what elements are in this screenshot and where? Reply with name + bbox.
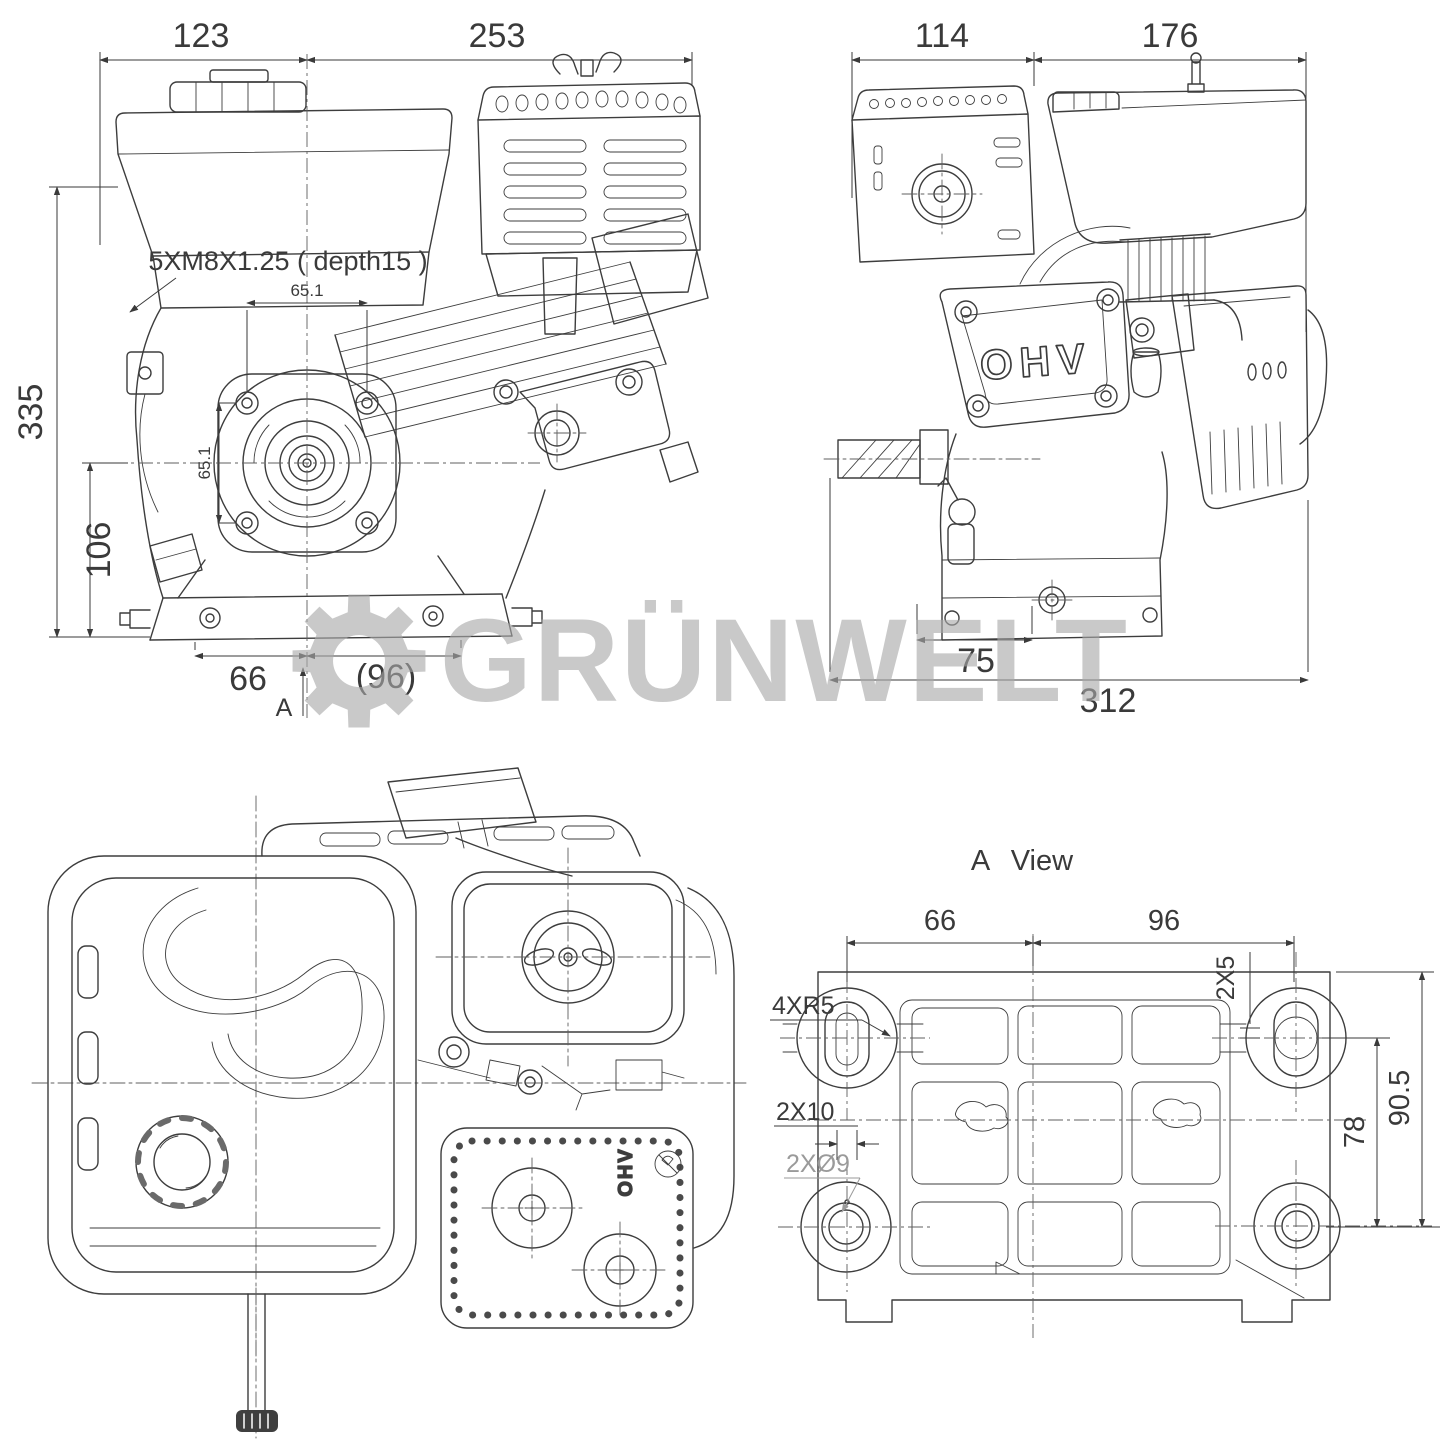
carburetor-side bbox=[1125, 293, 1195, 398]
dim-bolt-spacing-h: 65.1 bbox=[290, 281, 323, 300]
fuel-cap-knob bbox=[135, 1115, 229, 1209]
fuel-tank-cap bbox=[169, 69, 307, 113]
front-view-engine-drawing bbox=[115, 51, 709, 641]
fuel-tank-side bbox=[1047, 52, 1307, 244]
dim-tank-width: 123 bbox=[173, 17, 230, 55]
side-view: OHV bbox=[823, 17, 1328, 720]
drain-pipe bbox=[236, 1287, 278, 1439]
section-arrow-label: A bbox=[276, 694, 293, 722]
dim-holes-vertical: 78 bbox=[1339, 1116, 1371, 1148]
muffler-side bbox=[1171, 285, 1328, 510]
dim-plate-height: 90.5 bbox=[1384, 1070, 1416, 1126]
a-view-plate-drawing bbox=[782, 971, 1347, 1323]
muffler-deflector bbox=[387, 767, 573, 877]
dim-foot-right: (96) bbox=[356, 658, 416, 696]
dim-top-right-side: 176 bbox=[1142, 17, 1199, 55]
note-holes: 2XØ9 bbox=[786, 1150, 850, 1178]
ignition-switch bbox=[126, 351, 203, 583]
air-filter-top bbox=[435, 847, 711, 1067]
dim-top-left: 114 bbox=[915, 17, 969, 55]
side-view-dimensions: 114 176 75 312 bbox=[829, 17, 1309, 720]
carb-linkage bbox=[417, 1036, 685, 1111]
fuel-tank bbox=[115, 108, 453, 309]
cylinder-fins bbox=[334, 213, 709, 438]
dim-height-total: 335 bbox=[12, 384, 50, 441]
side-view-engine-drawing: OHV bbox=[823, 52, 1328, 641]
note-slot-width: 2X10 bbox=[776, 1098, 834, 1126]
casting-ribs bbox=[911, 1005, 1221, 1275]
top-view: OHV bbox=[31, 767, 747, 1439]
note-slot-depth: 2X5 bbox=[1212, 956, 1240, 1000]
crankcase-side bbox=[937, 433, 1168, 641]
air-cleaner-louvers bbox=[503, 139, 687, 245]
valve-cover: OHV bbox=[939, 281, 1130, 428]
dim-bottom-total: 312 bbox=[1080, 682, 1137, 720]
note-corner-radius: 4XR5 bbox=[772, 992, 835, 1020]
valve-cover-label: OHV bbox=[978, 334, 1093, 389]
fuel-tank-top bbox=[47, 855, 417, 1295]
cylinder-fins-side bbox=[1019, 225, 1243, 341]
a-view-dimensions: 66 96 2X5 4XR5 2X10 2XØ9 78 90.5 bbox=[770, 905, 1440, 1228]
a-view-centerlines bbox=[778, 934, 1432, 1338]
air-cleaner bbox=[477, 51, 701, 335]
front-view: 123 253 335 106 65.1 65.1 5XM8X1.25 ( de… bbox=[12, 17, 709, 722]
wing-nut-icon bbox=[552, 51, 622, 77]
thread-note: 5XM8X1.25 ( depth15 ) bbox=[148, 246, 427, 276]
front-view-dimensions: 123 253 335 106 65.1 65.1 5XM8X1.25 ( de… bbox=[12, 17, 693, 722]
shroud-top bbox=[261, 815, 641, 857]
air-cleaner-side bbox=[851, 85, 1035, 263]
dim-top-right: 253 bbox=[469, 17, 526, 55]
mounting-base bbox=[119, 555, 543, 641]
pto-shaft bbox=[823, 429, 1041, 485]
dim-bottom-inner: 75 bbox=[957, 642, 995, 680]
recoil-label: OHV bbox=[615, 1147, 637, 1196]
dim-a-left: 66 bbox=[924, 905, 956, 937]
dim-shaft-height: 106 bbox=[80, 522, 118, 579]
a-view: A View bbox=[770, 845, 1440, 1338]
a-view-title: A View bbox=[971, 845, 1074, 877]
carburetor-plate bbox=[493, 360, 699, 483]
top-view-engine-drawing: OHV bbox=[31, 767, 747, 1439]
recoil-starter: OHV bbox=[440, 1127, 694, 1329]
dim-foot-left: 66 bbox=[229, 660, 267, 698]
no-spark-icon bbox=[654, 1150, 682, 1178]
dim-a-right: 96 bbox=[1148, 905, 1180, 937]
dim-bolt-spacing-v: 65.1 bbox=[195, 446, 214, 479]
muffler-edge bbox=[675, 887, 735, 1249]
